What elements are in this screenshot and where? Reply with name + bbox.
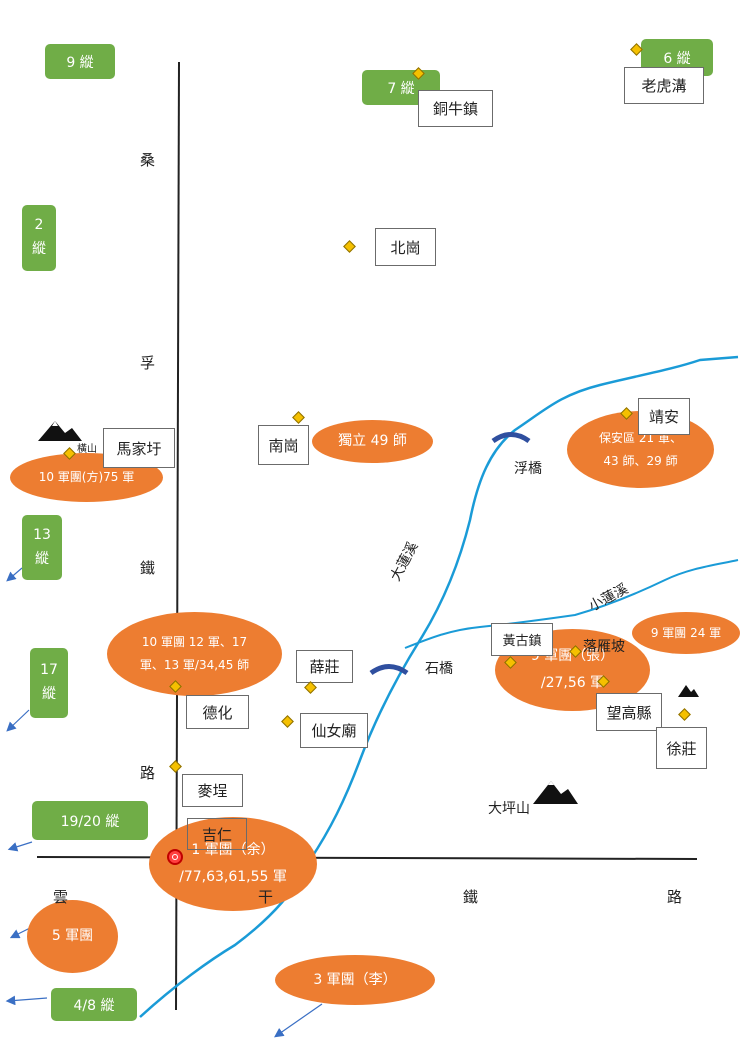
- railway-label-sanghu-2: 孚: [140, 354, 156, 372]
- mountain-icon: [533, 781, 578, 804]
- place-xuzhuang: 徐莊: [656, 727, 707, 769]
- force-army9-24: 9 軍團 24 軍: [632, 612, 740, 654]
- railway-label-sanghu-4: 路: [140, 764, 156, 782]
- force-army3-li: 3 軍團（李）: [275, 955, 435, 1005]
- force-army5: 5 軍團: [27, 900, 118, 973]
- mountain-icon: [678, 685, 699, 697]
- place-xuezhuang: 薛莊: [296, 650, 353, 683]
- arrow-icon: [6, 709, 30, 732]
- yungan-railway-line: [36, 856, 698, 860]
- label-dapingshan: 大坪山: [488, 801, 530, 817]
- place-nangang: 南崗: [258, 425, 309, 465]
- dalianxi-river: [139, 355, 739, 1018]
- arrow-icon: [6, 567, 23, 582]
- mountain-icon: [38, 421, 82, 441]
- railway-label-sanghu-3: 鐵: [140, 559, 156, 577]
- arrow-icon: [5, 995, 48, 1006]
- railway-label-sanghu-1: 桑: [140, 151, 156, 169]
- arrow-icon: [7, 841, 33, 852]
- railway-label-yungan-2: 干: [258, 888, 274, 906]
- xiaolianxi-river: [404, 559, 739, 649]
- place-tongniu: 銅牛鎮: [418, 90, 493, 127]
- column-4-8: 4/8 縱: [51, 988, 137, 1021]
- column-13: 13 縱: [22, 515, 62, 580]
- column-9: 9 縱: [45, 44, 115, 79]
- place-majiayu: 馬家圩: [103, 428, 175, 468]
- place-maibu: 麥埕: [182, 774, 243, 807]
- place-huanggu: 黃古鎮: [491, 623, 553, 656]
- bridge-icon: [491, 432, 531, 444]
- place-laohugou: 老虎溝: [624, 67, 704, 104]
- column-19-20: 19/20 縱: [32, 801, 148, 840]
- bridge-icon: [369, 664, 409, 676]
- railway-label-yungan-4: 路: [667, 888, 683, 906]
- label-hengshan: 橫山: [77, 444, 97, 455]
- arrow-icon: [274, 1003, 323, 1038]
- column-2: 2 縱: [22, 205, 56, 271]
- place-xiannvmiao: 仙女廟: [300, 713, 368, 748]
- force-army10-fang: 10 軍團(方)75 軍: [10, 453, 163, 502]
- label-luoyanpo: 落雁坡: [583, 639, 625, 655]
- label-fuqiao: 浮橋: [514, 461, 542, 477]
- place-dehua: 德化: [186, 695, 249, 729]
- place-jingan: 靖安: [638, 398, 690, 435]
- railway-label-yungan-3: 鐵: [463, 888, 479, 906]
- place-beigang: 北崗: [375, 228, 436, 266]
- place-jiren: 吉仁: [187, 818, 247, 850]
- force-duli49: 獨立 49 師: [312, 420, 433, 463]
- column-17: 17 縱: [30, 648, 68, 718]
- command-post-icon[interactable]: [167, 849, 183, 865]
- railway-label-yungan-1: 雲: [53, 888, 69, 906]
- place-wanggao: 望高縣: [596, 693, 662, 731]
- label-shiqiao: 石橋: [425, 661, 453, 677]
